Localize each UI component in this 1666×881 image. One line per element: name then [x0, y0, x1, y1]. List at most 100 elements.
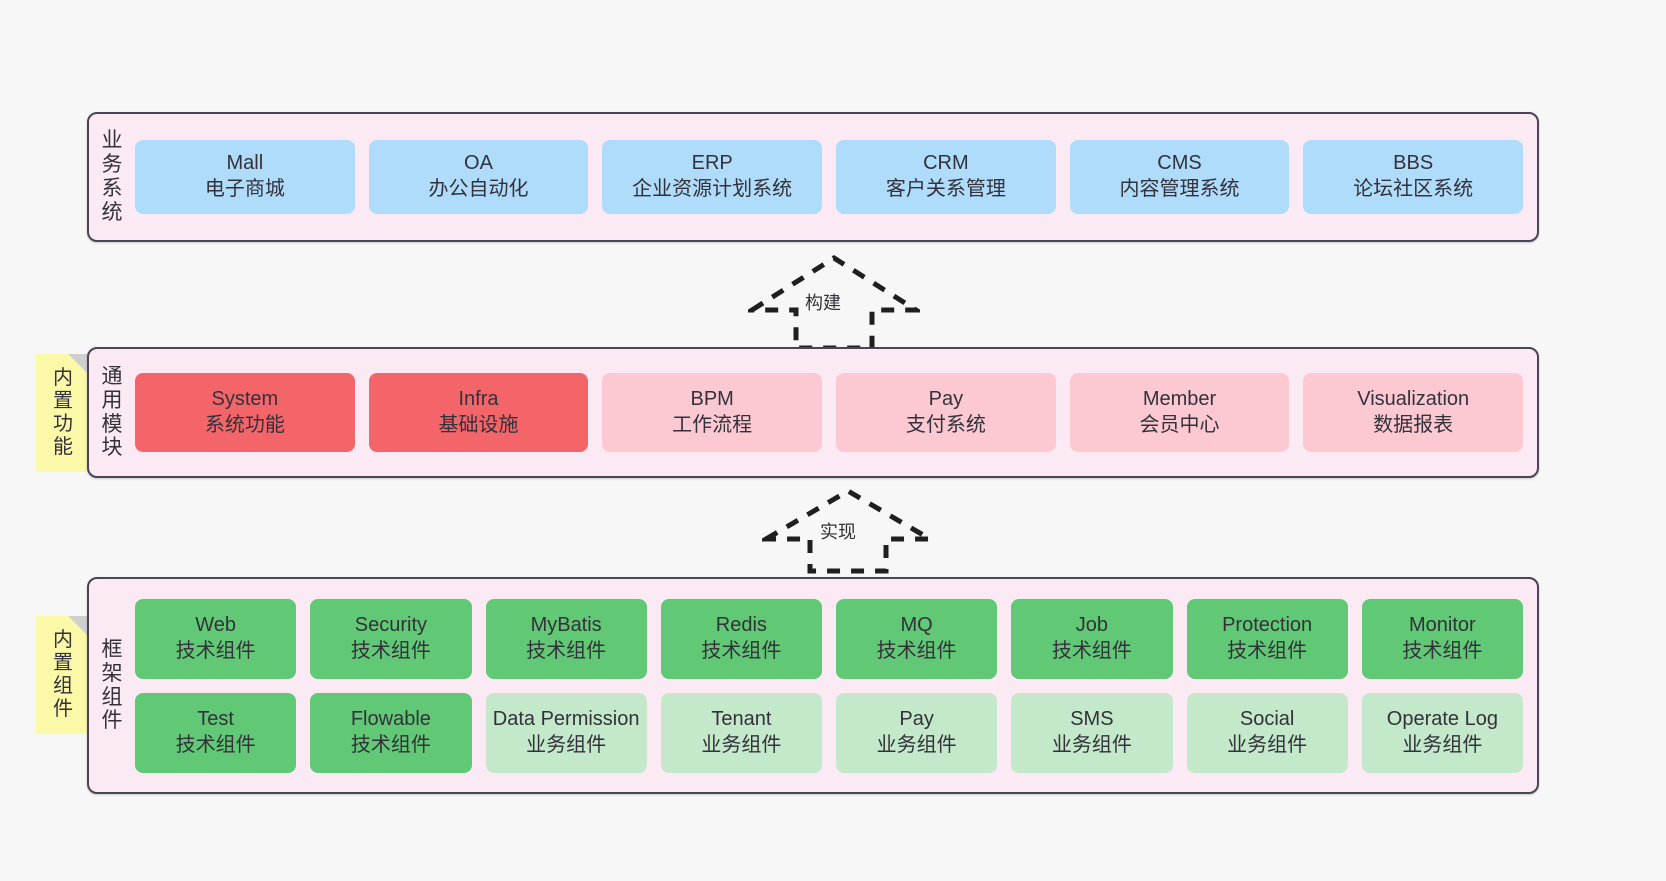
card-pay-component[interactable]: Pay 业务组件 — [836, 692, 998, 773]
card-subtitle: 业务组件 — [1051, 733, 1132, 756]
card-mybatis[interactable]: MyBatis 技术组件 — [485, 598, 647, 679]
card-title: Infra — [458, 387, 499, 410]
card-row: Web 技术组件 Security 技术组件 MyBatis 技术组件 Redi… — [135, 598, 1523, 679]
sticky-note-builtin-functions: 内 置 功 能 — [36, 354, 90, 472]
card-title: Tenant — [711, 707, 772, 730]
card-subtitle: 论坛社区系统 — [1353, 178, 1474, 200]
card-pay-module[interactable]: Pay 支付系统 — [836, 373, 1056, 452]
card-title: CMS — [1157, 152, 1202, 175]
card-test[interactable]: Test 技术组件 — [135, 692, 297, 773]
layer-body-common-modules: System 系统功能 Infra 基础设施 BPM 工作流程 Pay 支付系统… — [135, 349, 1537, 476]
card-title: BBS — [1393, 152, 1434, 175]
layer-label-framework-components: 框 架 组 件 — [89, 579, 135, 792]
card-operate-log[interactable]: Operate Log 业务组件 — [1361, 692, 1523, 773]
card-subtitle: 技术组件 — [701, 639, 782, 662]
card-title: Protection — [1222, 613, 1313, 636]
layer-body-framework-components: Web 技术组件 Security 技术组件 MyBatis 技术组件 Redi… — [135, 579, 1537, 792]
layer-label-char: 组 — [101, 685, 123, 709]
sticky-note-builtin-components: 内 置 组 件 — [36, 616, 90, 734]
card-crm[interactable]: CRM 客户关系管理 — [836, 140, 1056, 214]
card-subtitle: 电子商城 — [204, 178, 285, 200]
connector-label-implement: 实现 — [820, 522, 856, 542]
layer-label-common-modules: 通 用 模 块 — [89, 349, 135, 476]
note-char: 件 — [53, 697, 73, 720]
card-subtitle: 业务组件 — [526, 733, 607, 756]
card-title: CRM — [923, 152, 969, 175]
card-oa[interactable]: OA 办公自动化 — [368, 140, 589, 214]
card-infra[interactable]: Infra 基础设施 — [368, 373, 589, 452]
card-subtitle: 技术组件 — [175, 639, 256, 662]
card-subtitle: 企业资源计划系统 — [632, 178, 793, 200]
card-web[interactable]: Web 技术组件 — [135, 598, 297, 679]
card-cms[interactable]: CMS 内容管理系统 — [1069, 140, 1290, 214]
card-subtitle: 技术组件 — [350, 639, 431, 662]
card-subtitle: 会员中心 — [1139, 413, 1220, 436]
page-fold-icon — [68, 616, 90, 638]
card-protection[interactable]: Protection 技术组件 — [1186, 598, 1348, 679]
card-security[interactable]: Security 技术组件 — [310, 598, 472, 679]
card-bbs[interactable]: BBS 论坛社区系统 — [1303, 140, 1524, 214]
card-title: Mall — [226, 152, 264, 175]
card-title: ERP — [691, 152, 733, 175]
card-title: Redis — [715, 613, 767, 636]
card-redis[interactable]: Redis 技术组件 — [660, 598, 822, 679]
card-data-permission[interactable]: Data Permission 业务组件 — [485, 692, 647, 773]
card-system[interactable]: System 系统功能 — [135, 373, 355, 452]
connector-implement: 实现 — [756, 487, 940, 575]
card-subtitle: 业务组件 — [701, 733, 782, 756]
card-subtitle: 技术组件 — [876, 639, 957, 662]
card-visualization[interactable]: Visualization 数据报表 — [1303, 373, 1524, 452]
card-subtitle: 支付系统 — [905, 413, 986, 436]
layer-label-char: 用 — [101, 388, 123, 412]
card-flowable[interactable]: Flowable 技术组件 — [310, 692, 472, 773]
card-sms[interactable]: SMS 业务组件 — [1011, 692, 1173, 773]
card-subtitle: 系统功能 — [204, 413, 285, 436]
up-arrow-dashed-icon — [756, 488, 940, 574]
card-title: BPM — [690, 387, 734, 410]
layer-label-char: 件 — [101, 709, 123, 733]
layer-business-systems: 业 务 系 统 Mall 电子商城 OA 办公自动化 ERP 企业资源计划系统 — [87, 112, 1539, 242]
card-subtitle: 客户关系管理 — [885, 178, 1006, 200]
layer-label-char: 模 — [101, 412, 123, 436]
layer-label-char: 架 — [101, 661, 123, 685]
card-tenant[interactable]: Tenant 业务组件 — [660, 692, 822, 773]
card-bpm[interactable]: BPM 工作流程 — [602, 373, 823, 452]
card-mall[interactable]: Mall 电子商城 — [135, 140, 355, 214]
note-char: 组 — [53, 675, 73, 697]
layer-label-char: 块 — [101, 436, 123, 460]
card-title: Visualization — [1357, 387, 1470, 410]
card-subtitle: 业务组件 — [876, 733, 957, 756]
note-char: 能 — [53, 435, 73, 458]
card-erp[interactable]: ERP 企业资源计划系统 — [602, 140, 823, 214]
card-subtitle: 技术组件 — [1051, 639, 1132, 662]
layer-body-business-systems: Mall 电子商城 OA 办公自动化 ERP 企业资源计划系统 CRM 客户关系… — [135, 114, 1537, 240]
card-title: Job — [1075, 613, 1108, 636]
layer-label-char: 务 — [101, 153, 123, 177]
card-mq[interactable]: MQ 技术组件 — [836, 598, 998, 679]
card-subtitle: 数据报表 — [1373, 413, 1454, 436]
card-subtitle: 工作流程 — [672, 413, 753, 436]
card-title: Test — [197, 707, 234, 730]
card-subtitle: 技术组件 — [1402, 639, 1483, 662]
card-subtitle: 办公自动化 — [428, 178, 529, 200]
card-member[interactable]: Member 会员中心 — [1069, 373, 1290, 452]
layer-common-modules: 通 用 模 块 System 系统功能 Infra 基础设施 BPM 工作流程 — [87, 347, 1539, 478]
layer-label-char: 业 — [101, 129, 123, 153]
card-title: System — [211, 387, 279, 410]
card-title: MyBatis — [530, 613, 602, 636]
card-row: Mall 电子商城 OA 办公自动化 ERP 企业资源计划系统 CRM 客户关系… — [135, 140, 1524, 214]
card-subtitle: 技术组件 — [526, 639, 607, 662]
card-social[interactable]: Social 业务组件 — [1186, 692, 1348, 773]
card-title: Web — [195, 613, 236, 636]
page-fold-icon — [68, 354, 90, 376]
card-subtitle: 技术组件 — [350, 733, 431, 756]
card-job[interactable]: Job 技术组件 — [1011, 598, 1173, 679]
card-subtitle: 业务组件 — [1402, 733, 1483, 756]
card-monitor[interactable]: Monitor 技术组件 — [1361, 598, 1523, 679]
card-title: Data Permission — [492, 707, 640, 730]
card-subtitle: 内容管理系统 — [1119, 178, 1240, 200]
note-char: 功 — [53, 413, 73, 435]
card-title: Monitor — [1409, 613, 1476, 636]
layer-label-char: 通 — [101, 364, 123, 388]
card-title: OA — [464, 152, 493, 175]
